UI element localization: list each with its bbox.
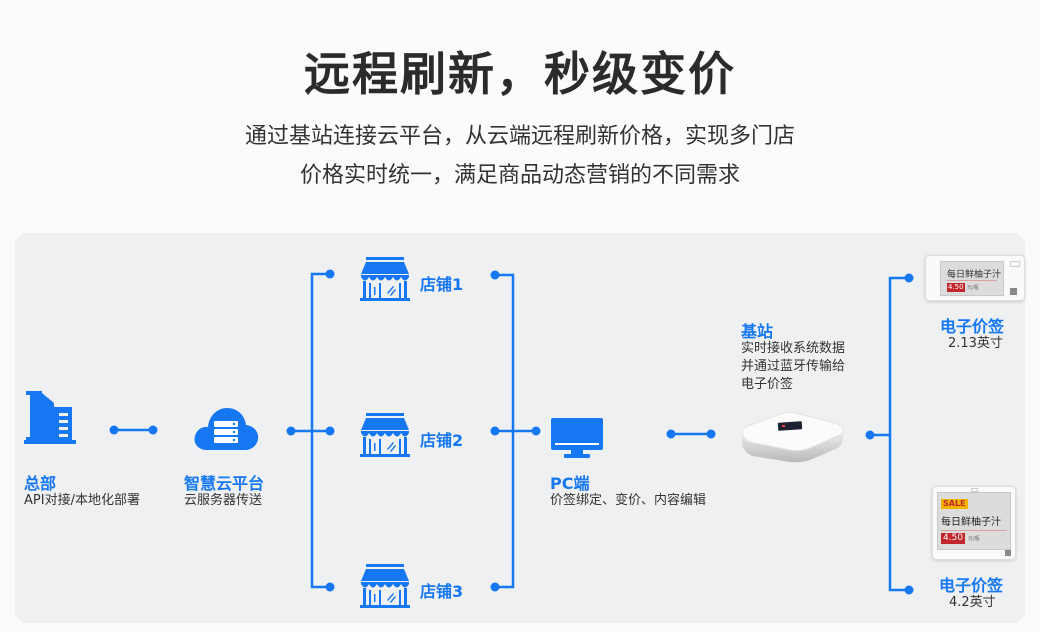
cloud-server-icon (194, 408, 259, 450)
cloud-desc: 云服务器传送 (184, 493, 263, 508)
store-icon (360, 257, 410, 301)
page-title: 远程刷新，秒级变价 (304, 47, 736, 101)
store-node-2 (360, 413, 410, 461)
tag-1-title: 电子价签 (940, 317, 1005, 336)
esl-tag-4-2: SALE 每日鲜柚子汁 4.50 元/瓶 (932, 486, 1016, 560)
esl-screen: 每日鲜柚子汁 4.50 元/瓶 (940, 261, 1004, 296)
store-node-3 (360, 564, 410, 612)
esl-price: 4.50 (947, 283, 965, 292)
esl-product: 每日鲜柚子汁 (941, 517, 1001, 528)
subtitle-line-1: 通过基站连接云平台，从云端远程刷新价格，实现多门店 (244, 124, 795, 149)
store-icon (360, 564, 410, 608)
hq-title: 总部 (24, 474, 57, 493)
tag-2-size: 4.2英寸 (949, 595, 996, 610)
tag-1-size: 2.13英寸 (948, 336, 1003, 351)
base-desc-1: 实时接收系统数据 (741, 341, 846, 356)
cloud-title: 智慧云平台 (184, 474, 265, 493)
esl-screen: SALE 每日鲜柚子汁 4.50 元/瓶 (937, 492, 1011, 550)
esl-sale-badge: SALE (941, 499, 968, 509)
base-station-device (741, 411, 844, 463)
store-2-title: 店铺2 (420, 431, 464, 450)
qr-code-icon (1010, 288, 1017, 295)
store-3-title: 店铺3 (420, 582, 464, 601)
hq-desc: API对接/本地化部署 (24, 493, 140, 508)
esl-price: 4.50 (941, 533, 966, 544)
diagram-panel (15, 233, 1025, 623)
esl-tag-2-13: 每日鲜柚子汁 4.50 元/瓶 (925, 255, 1025, 301)
base-desc-2: 并通过蓝牙传输给 (741, 359, 846, 374)
esl-unit: 元/瓶 (968, 536, 980, 542)
base-desc-3: 电子价签 (741, 377, 794, 392)
store-node-1 (360, 257, 410, 305)
esl-unit: 元/瓶 (967, 285, 979, 291)
pc-desc: 价签绑定、变价、内容编辑 (550, 493, 707, 508)
subtitle-line-2: 价格实时统一，满足商品动态营销的不同需求 (299, 163, 740, 188)
store-icon (360, 413, 410, 457)
building-icon (24, 391, 76, 444)
base-title: 基站 (741, 322, 774, 341)
tag-2-title: 电子价签 (939, 576, 1004, 595)
qr-code-icon (1005, 550, 1011, 556)
monitor-icon (551, 418, 603, 458)
esl-product: 每日鲜柚子汁 (947, 270, 1002, 280)
store-1-title: 店铺1 (420, 275, 464, 294)
pc-title: PC端 (550, 474, 590, 493)
